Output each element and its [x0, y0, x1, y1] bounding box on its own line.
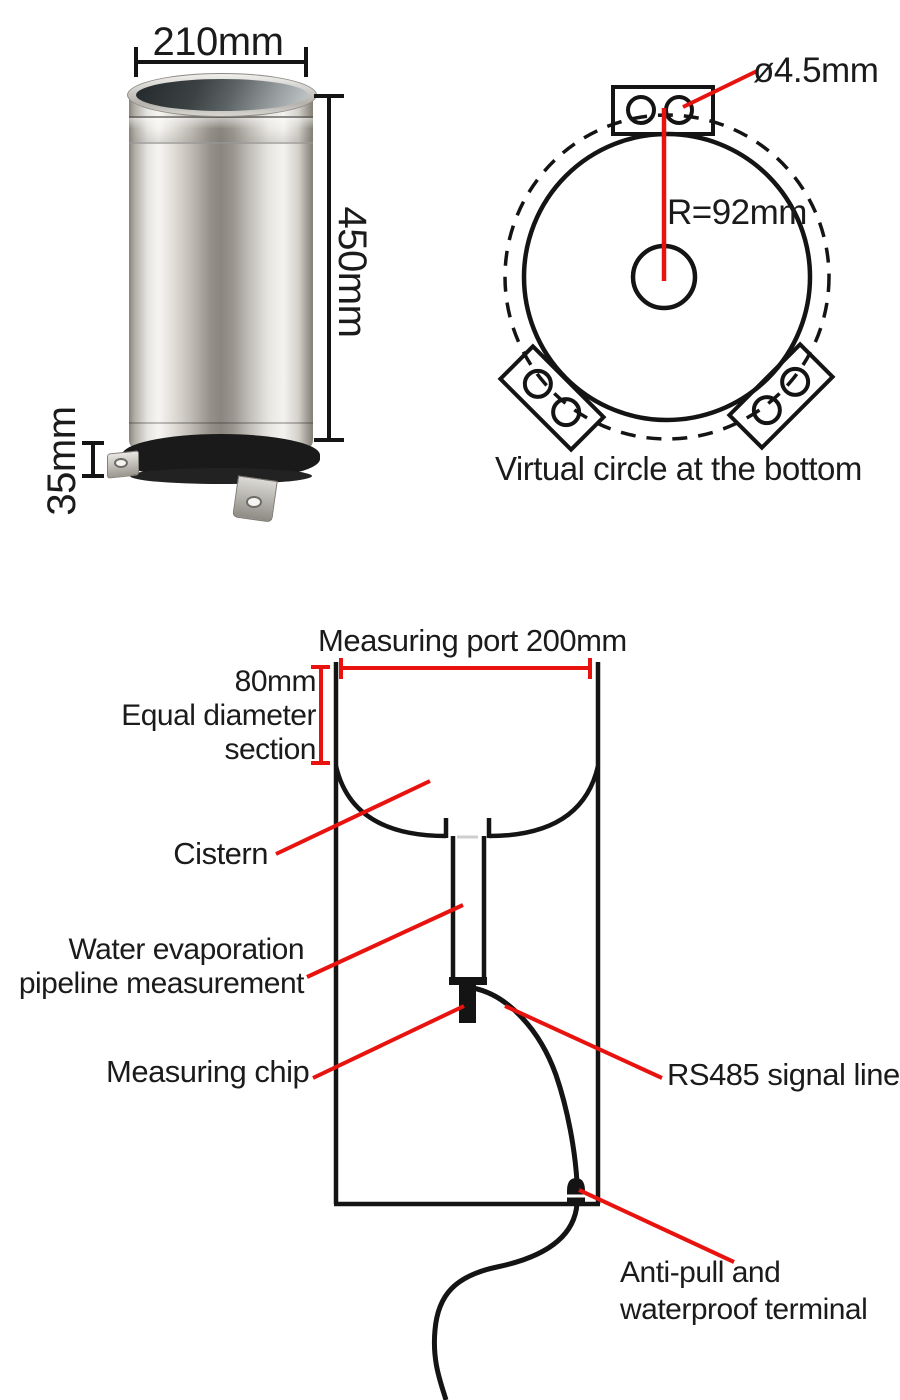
terminal-label: Anti-pull and waterproof terminal — [620, 1254, 868, 1328]
label-line: section — [224, 733, 316, 766]
cylinder-body — [129, 98, 313, 450]
product-photo — [105, 70, 320, 525]
hole-diameter-label: ø4.5mm — [753, 51, 879, 90]
section-outline — [333, 662, 601, 1207]
rs485-label: RS485 signal line — [667, 1057, 900, 1092]
measuring-chip-label: Measuring chip — [106, 1054, 310, 1089]
cistern-label: Cistern — [173, 836, 268, 871]
label-line: 80mm — [234, 665, 317, 698]
radius-label: R=92mm — [667, 193, 807, 232]
cylinder-collar — [129, 116, 313, 144]
bottom-view-caption: Virtual circle at the bottom — [495, 450, 862, 487]
label-line: Water evaporation — [68, 933, 304, 966]
label-line: Anti-pull and — [620, 1256, 781, 1289]
cylinder-rim-inner — [136, 79, 308, 111]
dim-line-210mm — [134, 47, 308, 77]
dim-label-35mm: 35mm — [40, 406, 84, 516]
section-annotations — [275, 658, 735, 1264]
mounting-foot-left-hole — [114, 458, 128, 468]
bottom-outline-circle — [521, 131, 813, 423]
mounting-bracket-bottom-right — [726, 341, 836, 451]
cable-below — [431, 1203, 580, 1400]
hole-diameter-leader — [682, 69, 758, 109]
mounting-foot-front-hole — [246, 496, 262, 508]
dim-label-210mm: 210mm — [152, 20, 284, 64]
measuring-port-label: Measuring port 200mm — [318, 623, 627, 658]
label-line: Equal diameter — [121, 699, 316, 732]
label-line: pipeline measurement — [18, 967, 305, 1000]
virtual-circle-dashed — [503, 113, 831, 441]
dim-line-35mm — [82, 441, 104, 478]
cylinder-seam — [129, 422, 313, 424]
equal-diameter-label: 80mm Equal diameter section — [94, 665, 316, 767]
measuring-chip — [459, 985, 476, 1023]
dim-label-450mm: 450mm — [330, 206, 374, 338]
rs485-cable — [472, 985, 580, 1183]
label-line: waterproof terminal — [620, 1293, 868, 1326]
pipeline-label: Water evaporation pipeline measurement — [16, 933, 305, 1001]
dim-line-450mm — [314, 94, 344, 442]
